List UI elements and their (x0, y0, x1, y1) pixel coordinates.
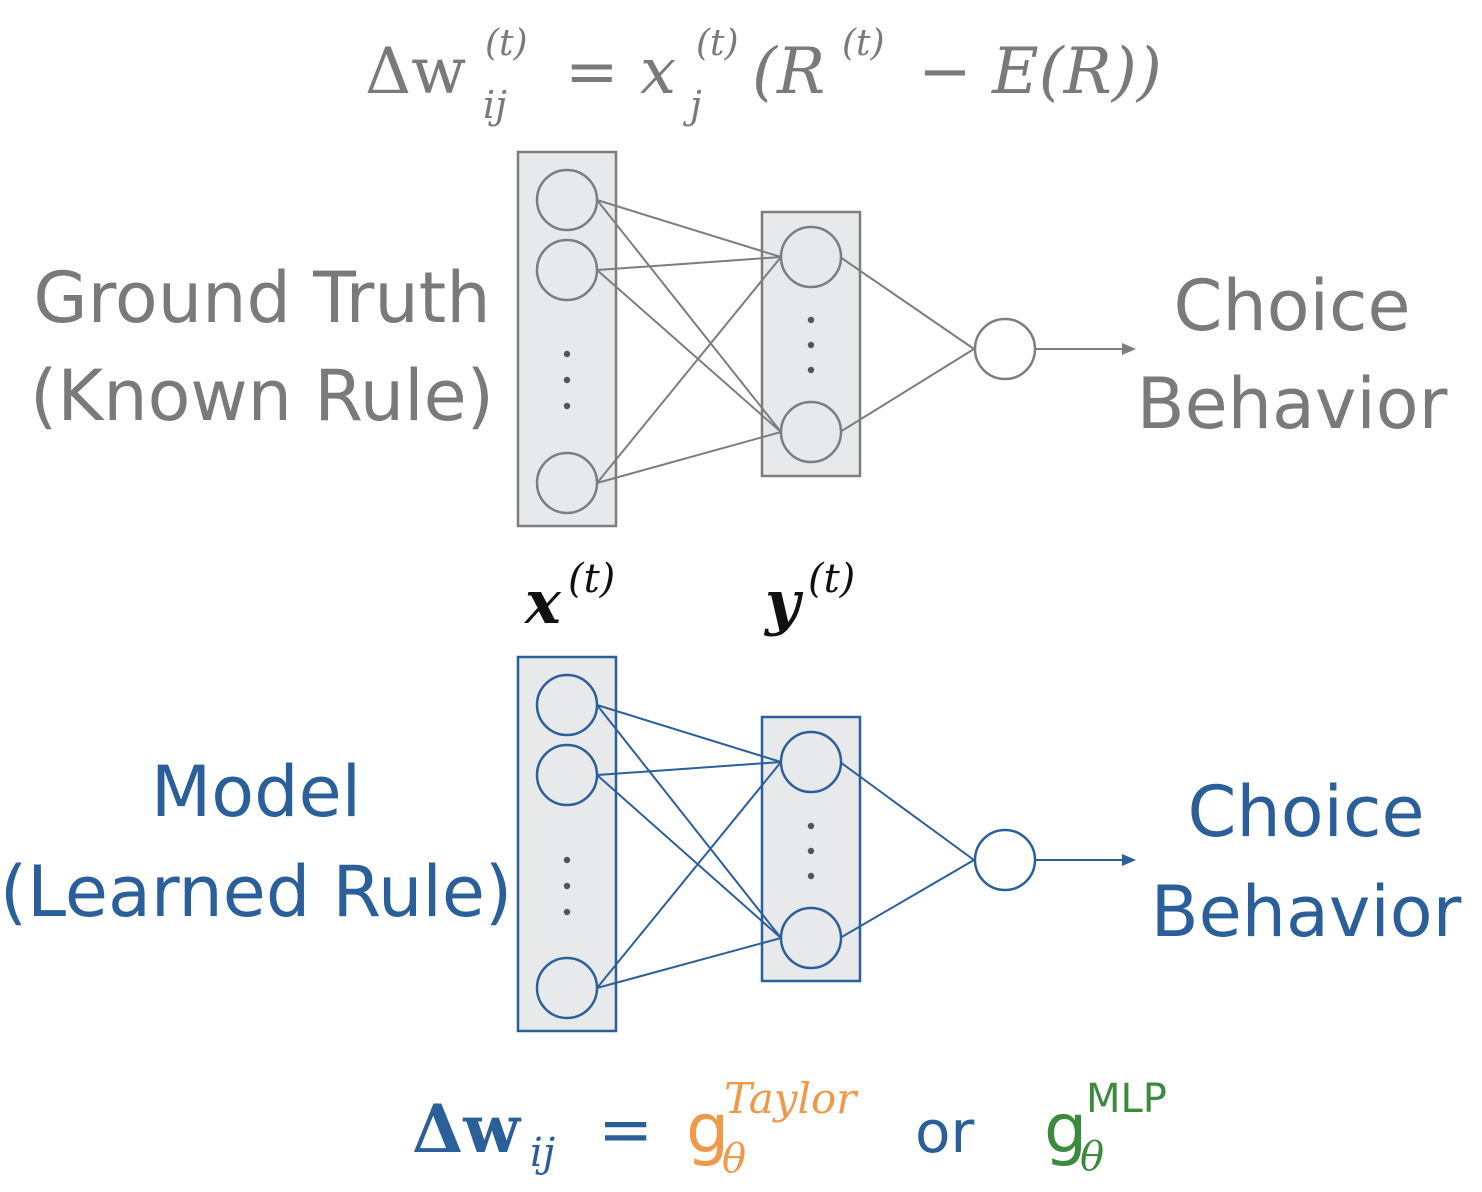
top-eq-r-sup: (t) (842, 23, 885, 64)
top-eq-open-r: (R (752, 35, 825, 109)
model-hidden-neuron (779, 906, 843, 970)
model-label: Model (Learned Rule) (0, 751, 512, 933)
model-output-arrow-head (1122, 854, 1136, 866)
bottom-eq-delta-w: Δw (412, 1090, 522, 1168)
model-input-neuron (535, 956, 599, 1020)
g-mlp-sub: θ (1080, 1134, 1104, 1180)
model-line1: Model (151, 751, 361, 833)
top-eq-rest: − E(R)) (918, 35, 1162, 109)
gt-hidden-ellipsis (807, 316, 815, 374)
y-layer-label-sup: (t) (808, 556, 855, 602)
model-input-neuron (535, 743, 599, 807)
top-eq-x: x (640, 35, 676, 109)
model-output-neuron (973, 828, 1037, 892)
or-text: or (915, 1098, 974, 1166)
g-mlp-sup: MLP (1086, 1076, 1167, 1122)
gt-hidden-neuron (779, 225, 843, 289)
gt-input-neuron (535, 238, 599, 302)
g-taylor: g (686, 1090, 729, 1169)
x-layer-label-sup: (t) (568, 556, 615, 602)
gt-choice-line2: Behavior (1137, 363, 1448, 445)
gt-input-neuron (535, 168, 599, 232)
top-equation: Δw (t) ij = x (t) j (R (t) − E(R)) (365, 23, 1162, 127)
model-output-label: Choice Behavior (1151, 771, 1462, 953)
x-layer-label: x (523, 568, 562, 638)
model-choice-line2: Behavior (1151, 871, 1462, 953)
g-taylor-sub: θ (722, 1136, 746, 1182)
gt-hidden-neuron (779, 400, 843, 464)
top-eq-x-sub: j (683, 83, 702, 127)
ground-truth-line1: Ground Truth (33, 257, 490, 339)
top-eq-delta-w: Δw (365, 35, 466, 109)
model-hidden-ellipsis (807, 822, 815, 880)
model-input-neuron (535, 673, 599, 737)
top-eq-w-sup: (t) (485, 23, 528, 64)
model-network (516, 655, 1136, 1033)
gt-output-neuron (973, 317, 1037, 381)
ground-truth-label: Ground Truth (Known Rule) (30, 257, 494, 437)
gt-input-neuron (535, 451, 599, 515)
model-connections (596, 704, 1125, 989)
model-choice-line1: Choice (1187, 771, 1424, 853)
gt-choice-line1: Choice (1173, 265, 1410, 347)
y-layer-label: y (763, 568, 804, 638)
model-hidden-neuron (779, 730, 843, 794)
bottom-eq-sub: ij (530, 1130, 555, 1176)
top-eq-x-sup: (t) (696, 23, 739, 64)
g-taylor-sup: Taylor (724, 1074, 859, 1123)
top-eq-w-sub: ij (483, 83, 507, 127)
ground-truth-line2: (Known Rule) (30, 355, 494, 437)
ground-truth-output-label: Choice Behavior (1137, 265, 1448, 445)
gt-connections (596, 199, 1125, 484)
bottom-equation: Δw ij = g Taylor θ or g MLP θ (412, 1074, 1167, 1182)
g-mlp: g (1044, 1090, 1087, 1169)
layer-labels: x (t) y (t) (523, 556, 855, 638)
ground-truth-network (516, 150, 1136, 528)
bottom-eq-equals: = (598, 1091, 653, 1168)
gt-output-arrow-head (1122, 343, 1136, 355)
top-eq-equals: = (565, 35, 619, 109)
gt-input-ellipsis (563, 350, 571, 410)
model-line2: (Learned Rule) (0, 851, 512, 933)
model-input-ellipsis (563, 856, 571, 916)
